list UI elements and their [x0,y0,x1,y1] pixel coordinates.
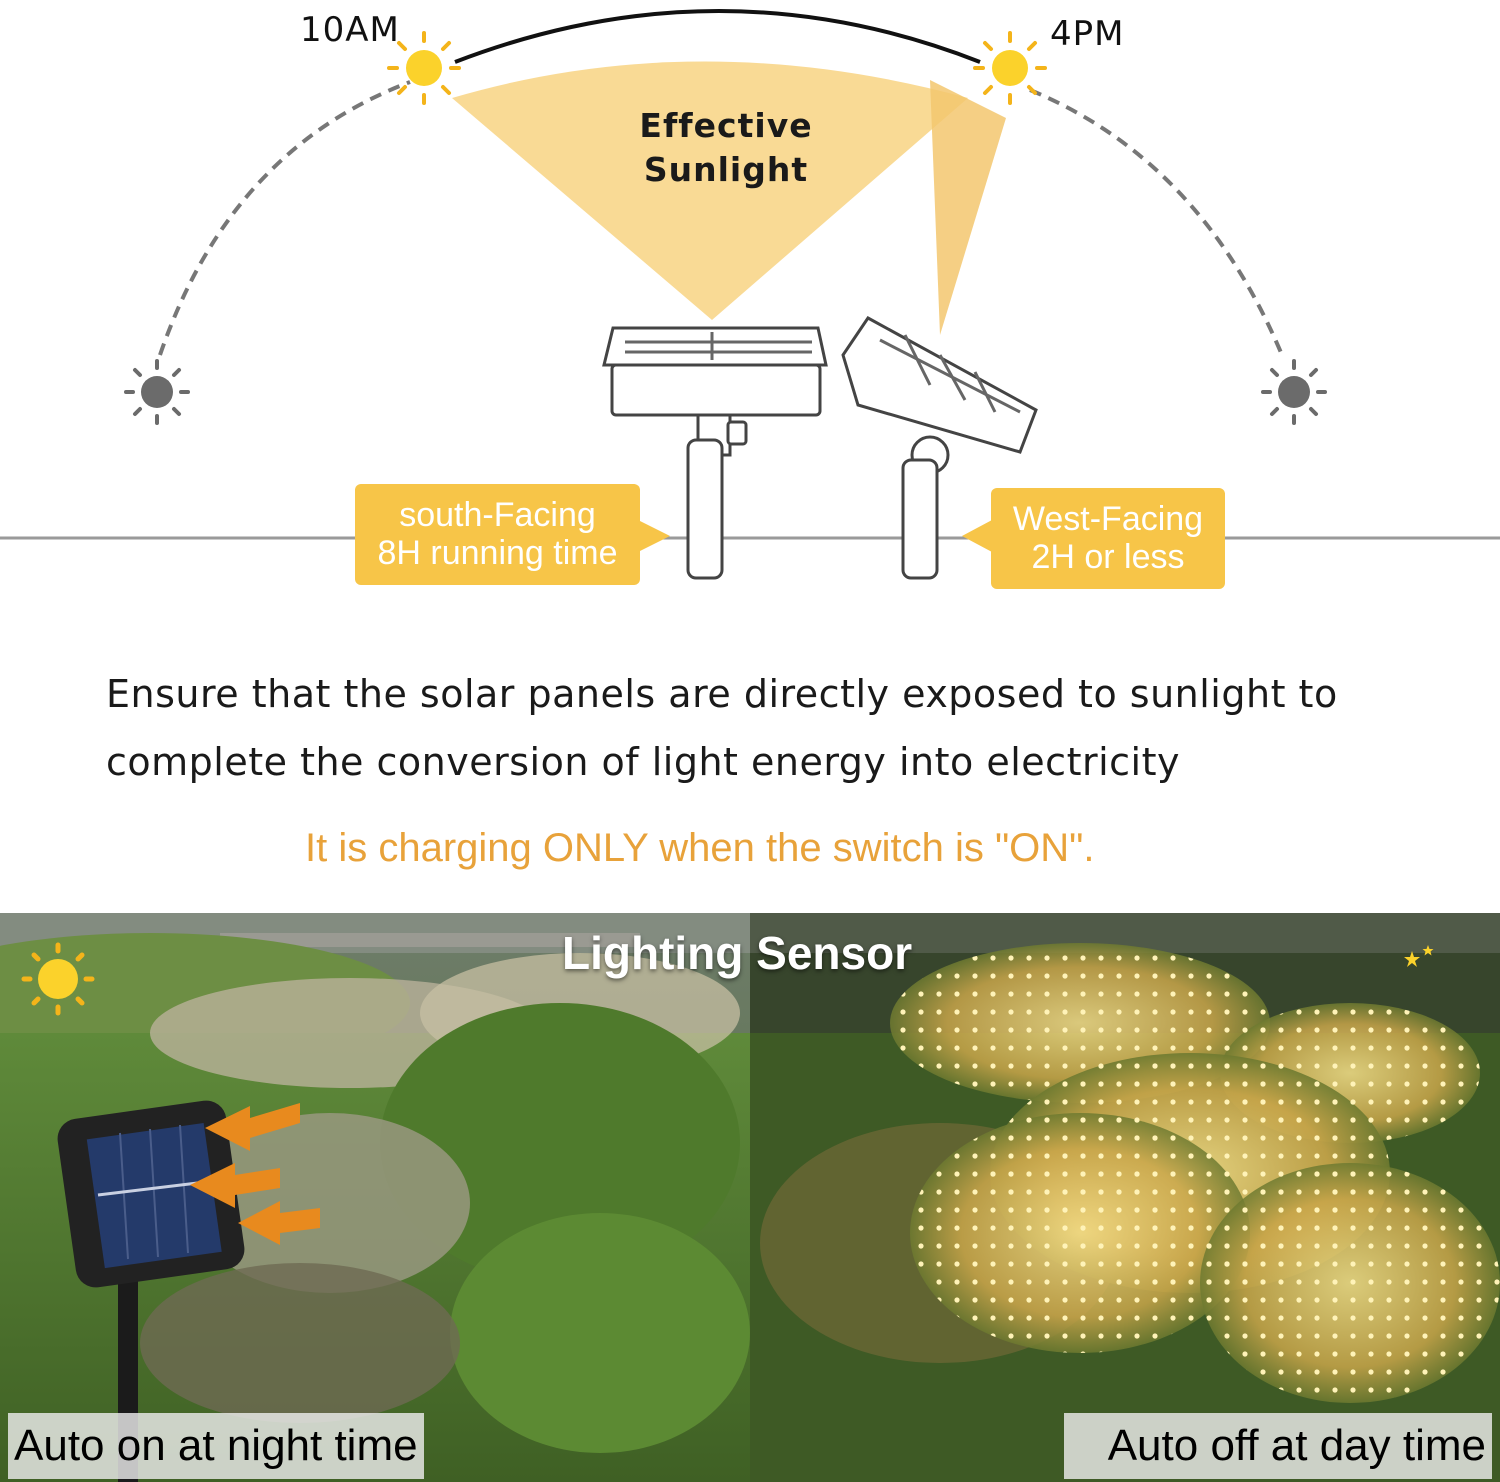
sun-icon [21,942,95,1016]
day-photo-panel: Auto on at night time [0,913,750,1482]
sun-icon-4pm [973,31,1047,105]
moon-stars-icon [1400,945,1455,995]
solar-panel-south-icon [602,326,828,580]
inactive-sun-icon-left [124,359,190,425]
sun-path-left-dashed [158,80,411,356]
south-facing-tag: south-Facing 8H running time [355,484,640,585]
inactive-sun-icon-right [1261,359,1327,425]
net-lights [890,943,1500,1403]
west-facing-tag: West-Facing 2H or less [991,488,1225,589]
effective-sunlight-wedge [452,61,968,320]
sun-path-diagram [0,9,1500,580]
sun-icon-10am [387,31,461,105]
effective-sunlight-line2: Sunlight [643,150,809,189]
effective-sunlight-label: Effective Sunlight [596,104,856,192]
west-sunlight-beam [930,80,1006,335]
charging-note: It is charging ONLY when the switch is "… [305,826,1095,870]
time-label-4pm: 4PM [1050,14,1125,54]
south-facing-label: south-Facing [399,496,596,534]
west-running-time-label: 2H or less [1031,538,1185,576]
time-label-10am: 10AM [300,10,400,50]
night-photo-panel: Auto off at day time [750,913,1500,1482]
west-tag-pointer [962,520,992,552]
instruction-line2: complete the conversion of light energy … [106,740,1180,784]
lighting-sensor-title: Lighting Sensor [562,927,913,979]
day-garden-illustration [0,913,750,1482]
effective-sunlight-line1: Effective [639,106,813,145]
sun-path-effective-arc [454,9,981,64]
south-running-time-label: 8H running time [377,534,618,572]
right-caption: Auto off at day time [1063,1413,1492,1479]
south-tag-pointer [638,520,670,552]
left-caption: Auto on at night time [8,1413,424,1479]
instruction-text: Ensure that the solar panels are directl… [106,660,1466,796]
west-facing-label: West-Facing [1012,500,1204,538]
sun-path-right-dashed [1029,88,1284,356]
sunlight-arrows [190,1103,320,1245]
night-garden-illustration [750,913,1500,1482]
solar-panel-west-icon [841,316,1038,580]
instruction-line1: Ensure that the solar panels are directl… [106,672,1338,716]
